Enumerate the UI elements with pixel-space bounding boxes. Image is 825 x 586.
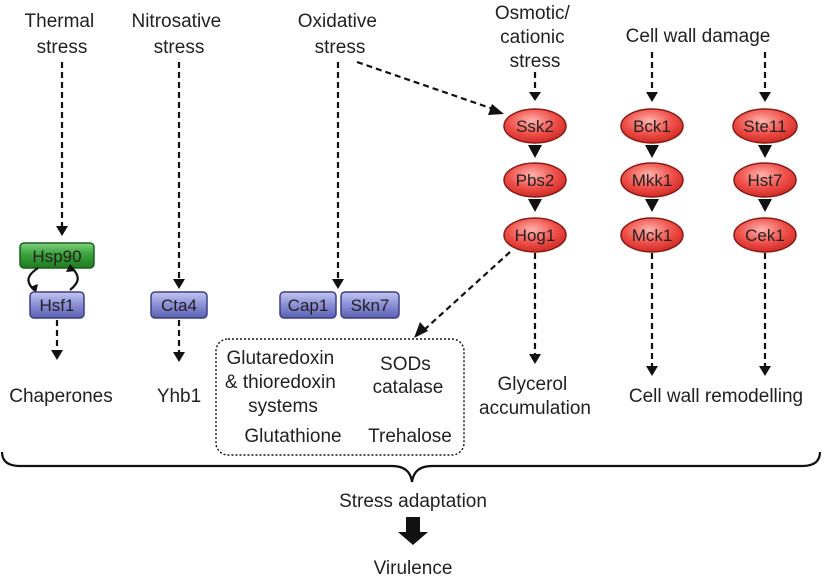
hsp90-hsf1-interaction-arrows: [27, 264, 79, 293]
oxidative-stress-label: Oxidative stress: [298, 11, 382, 58]
cell-wall-remodelling-label: Cell wall remodelling: [629, 386, 803, 407]
hog1-to-glycerol-arrow: [529, 253, 541, 364]
mck1-to-remodelling-arrow: [646, 253, 658, 376]
ste11-node: Ste11: [732, 108, 798, 144]
chaperones-label: Chaperones: [9, 386, 113, 407]
stress-adaptation-label: Stress adaptation: [339, 491, 487, 512]
mkk1-to-mck1-arrow: [645, 199, 659, 212]
hsf1-to-chaperones-arrow: [51, 320, 63, 360]
mkk1-label: Mkk1: [632, 171, 673, 190]
ste11-to-hst7-arrow: [758, 145, 772, 158]
ste11-label: Ste11: [743, 117, 786, 136]
ssk2-label: Ssk2: [516, 117, 554, 136]
thermal-stress-label: Thermal stress: [25, 11, 100, 58]
osmotic-arrow: [529, 72, 541, 101]
hsp90-label: Hsp90: [32, 247, 81, 266]
skn7-label: Skn7: [351, 296, 390, 315]
oxidative-to-ssk2-arrow: [356, 60, 504, 115]
cek1-node: Cek1: [733, 217, 797, 253]
mck1-node: Mck1: [620, 217, 684, 253]
cell-wall-arrow-a: [646, 52, 658, 102]
mkk1-node: Mkk1: [620, 162, 684, 198]
cek1-to-remodelling-arrow: [759, 253, 771, 376]
hst7-node: Hst7: [733, 162, 797, 198]
cap1-node: Cap1: [279, 291, 337, 319]
hsf1-node: Hsf1: [29, 291, 85, 319]
trehalose-label: Trehalose: [368, 426, 452, 447]
cell-wall-arrow-b: [759, 52, 771, 102]
pbs2-label: Pbs2: [516, 171, 555, 190]
sods-catalase-label: SODs catalase: [373, 354, 444, 398]
cta4-node: Cta4: [150, 291, 208, 319]
osmotic-stress-label: Osmotic/ cationic stress: [495, 3, 575, 72]
cta4-to-yhb1-arrow: [173, 320, 185, 362]
hog1-label: Hog1: [515, 226, 556, 245]
glutathione-label: Glutathione: [244, 426, 341, 447]
hog1-node: Hog1: [503, 217, 567, 253]
adaptation-to-virulence-arrow: [398, 517, 428, 545]
ssk2-to-pbs2-arrow: [528, 145, 542, 158]
oxidative-to-cap1-arrow: [332, 62, 344, 289]
pbs2-node: Pbs2: [503, 162, 567, 198]
hsp90-node: Hsp90: [19, 242, 95, 269]
hog1-to-antioxidants-arrow: [414, 251, 511, 338]
bck1-node: Bck1: [620, 108, 684, 144]
hst7-to-cek1-arrow: [758, 199, 772, 212]
yhb1-label: Yhb1: [157, 386, 201, 407]
hsf1-label: Hsf1: [40, 296, 75, 315]
nitrosative-arrow: [173, 62, 185, 289]
ssk2-node: Ssk2: [503, 108, 567, 144]
glycerol-accumulation-label: Glycerol accumulation: [479, 374, 591, 419]
summary-brace: [0, 451, 822, 483]
cap1-label: Cap1: [288, 296, 329, 315]
nitrosative-stress-label: Nitrosative stress: [131, 11, 226, 58]
cek1-label: Cek1: [745, 226, 785, 245]
glutaredoxin-label: Glutaredoxin & thioredoxin systems: [225, 348, 341, 417]
cell-wall-damage-label: Cell wall damage: [626, 26, 771, 47]
cta4-label: Cta4: [161, 296, 197, 315]
mck1-label: Mck1: [632, 226, 673, 245]
bck1-label: Bck1: [633, 117, 671, 136]
antioxidant-box: [215, 338, 465, 456]
virulence-label: Virulence: [374, 558, 453, 579]
thermal-arrow: [56, 62, 68, 236]
bck1-to-mkk1-arrow: [645, 145, 659, 158]
hst7-label: Hst7: [748, 171, 783, 190]
pbs2-to-hog1-arrow: [528, 199, 542, 212]
skn7-node: Skn7: [340, 291, 400, 319]
